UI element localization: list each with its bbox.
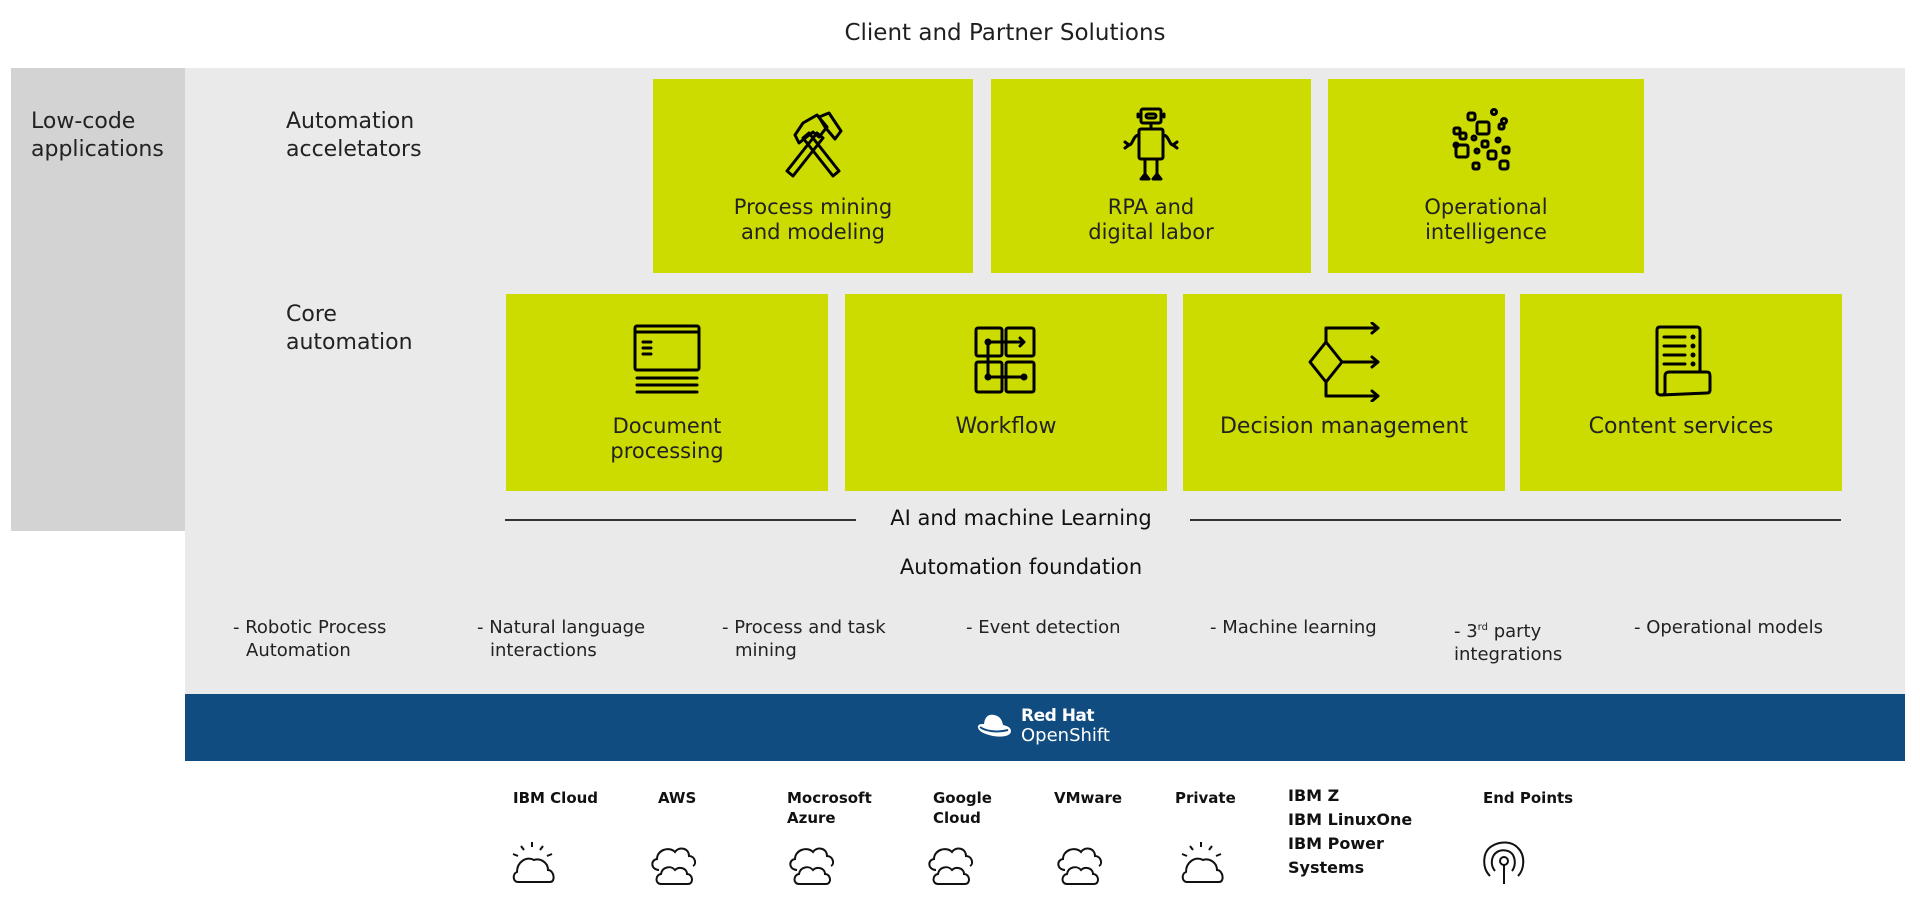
openshift-platform-bar — [185, 694, 1905, 761]
label-line: processing — [610, 439, 724, 463]
platform-label: Private — [1175, 789, 1236, 807]
sun-cloud-icon — [512, 842, 555, 883]
antenna-icon — [1483, 841, 1525, 884]
rpa-digital-labor-box: RPA and digital labor — [991, 79, 1311, 273]
document-icon — [633, 324, 701, 394]
operational-intelligence-box: Operational intelligence — [1328, 79, 1644, 273]
hammers-icon — [785, 111, 843, 178]
label-line: Process mining — [733, 195, 893, 219]
box-label: Content services — [1589, 414, 1774, 439]
label-line: Core — [286, 302, 337, 327]
item-line: mining — [735, 640, 797, 661]
item-line: - Natural language — [477, 617, 646, 638]
clouds-icon — [1057, 847, 1103, 885]
decision-icon — [1308, 322, 1380, 402]
item-line: interactions — [490, 640, 597, 661]
label-line: and modeling — [740, 220, 886, 244]
system-item: Systems — [1288, 858, 1365, 877]
label-line: automation — [286, 330, 413, 355]
scattered-squares-icon — [1452, 108, 1511, 171]
label-line: applications — [31, 137, 164, 162]
decision-management-box: Decision management — [1183, 294, 1505, 491]
box-label: Decision management — [1220, 414, 1468, 439]
platform-label: IBM Cloud — [513, 789, 599, 807]
ai-machine-learning-label: AI and machine Learning — [890, 506, 1152, 530]
box-label: Workflow — [955, 414, 1056, 439]
box-label: Operational intelligence — [1424, 195, 1547, 245]
item-line: - Machine learning — [1210, 617, 1377, 638]
platform-label: VMware — [1054, 789, 1123, 807]
clouds-icon — [789, 847, 835, 885]
red-hat-icon — [977, 714, 1011, 737]
item-line: - Operational models — [1634, 617, 1823, 638]
workflow-box: Workflow — [845, 294, 1167, 491]
sun-cloud-icon — [1181, 842, 1224, 883]
platform-label: AWS — [658, 789, 697, 807]
product-name: OpenShift — [1021, 725, 1110, 746]
foundation-item: - Event detection — [966, 616, 1121, 639]
low-code-applications-column — [11, 68, 185, 531]
clouds-icon — [928, 847, 974, 885]
item-line: - Robotic Process — [233, 617, 387, 638]
foundation-item: - Operational models — [1634, 616, 1823, 639]
system-item: IBM Power — [1288, 834, 1384, 853]
diagram-title: Client and Partner Solutions — [844, 20, 1166, 46]
brand-name: Red Hat — [1021, 706, 1095, 726]
label-line: Automation — [286, 109, 415, 134]
scroll-icon — [1655, 325, 1712, 397]
workflow-icon — [974, 326, 1036, 394]
logo-text: Red Hat OpenShift — [1021, 706, 1110, 746]
label-line: Content services — [1588, 414, 1774, 439]
box-label: Process mining and modeling — [734, 195, 892, 245]
ai-divider-left — [505, 519, 856, 521]
item-line: - Event detection — [966, 617, 1121, 638]
item-line: - 3rd party — [1454, 621, 1542, 642]
foundation-item: - Process and task mining — [722, 616, 886, 662]
box-label: RPA and digital labor — [1088, 195, 1213, 245]
label-line: Decision management — [1219, 414, 1469, 439]
item-line: integrations — [1454, 644, 1563, 665]
label-line: RPA and — [1107, 195, 1195, 219]
foundation-item: - 3rd party integrations — [1454, 616, 1562, 666]
content-services-box: Content services — [1520, 294, 1842, 491]
foundation-item: - Machine learning — [1210, 616, 1377, 639]
ibm-systems-list: IBM Z IBM LinuxOne IBM Power Systems — [1288, 784, 1412, 880]
ai-divider-right — [1190, 519, 1841, 521]
automation-foundation-title: Automation foundation — [899, 555, 1143, 579]
process-mining-box: Process mining and modeling — [653, 79, 973, 273]
red-hat-openshift-logo: Red Hat OpenShift — [975, 706, 1110, 746]
label-line: acceletators — [286, 137, 422, 162]
automation-accelerators-label: Automation acceletators — [286, 108, 422, 164]
robot-icon — [1123, 107, 1179, 181]
item-line: Automation — [246, 640, 351, 661]
box-label: Document processing — [610, 414, 723, 464]
label-line: Workflow — [955, 414, 1057, 439]
label-line: Document — [612, 414, 722, 438]
core-automation-label: Core automation — [286, 301, 413, 357]
label-line: intelligence — [1425, 220, 1547, 244]
item-line: - Process and task — [722, 617, 886, 638]
low-code-applications-label: Low-code applications — [31, 108, 164, 164]
system-item: IBM Z — [1288, 786, 1340, 805]
label-line: Low-code — [31, 109, 136, 134]
document-processing-box: Document processing — [506, 294, 828, 491]
endpoints-label: End Points — [1483, 789, 1574, 807]
label-line: Operational — [1424, 195, 1548, 219]
foundation-item: - Natural language interactions — [477, 616, 645, 662]
foundation-item: - Robotic Process Automation — [233, 616, 386, 662]
label-line: digital labor — [1088, 220, 1214, 244]
system-item: IBM LinuxOne — [1288, 810, 1413, 829]
clouds-icon — [651, 847, 697, 885]
